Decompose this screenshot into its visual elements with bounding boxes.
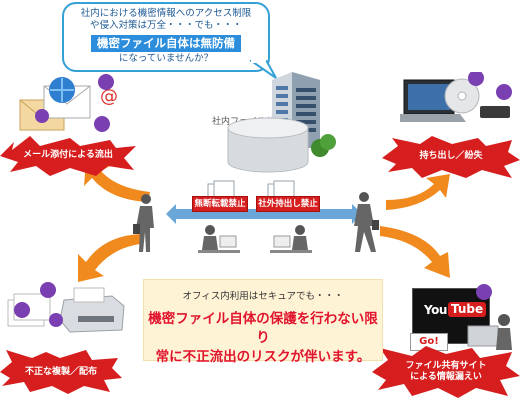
video-site-logo-you: You [424, 303, 447, 317]
bubble-highlight: 機密ファイル自体は無防備 [91, 35, 241, 52]
risk-sharing-badge: ファイル共有サイト による情報漏えい [372, 346, 520, 398]
arrow-bottom-left [78, 234, 140, 282]
risk-copy-badge: 不正な複製／配布 [0, 350, 122, 394]
mail-icon: @ [19, 74, 118, 132]
bubble-line-2: や侵入対策は万全・・・でも・・・ [89, 20, 242, 31]
risk-sharing-label-2: による情報漏えい [410, 372, 482, 382]
tag-no-transfer: 無断転載禁止 [192, 196, 248, 212]
bubble-tail [249, 60, 277, 79]
person-right-icon [354, 192, 379, 252]
risk-copy-label: 不正な複製／配布 [24, 367, 97, 377]
arrow-bottom-right [380, 226, 450, 278]
warning-message-box: オフィス内利用はセキュアでも・・・ 機密ファイル自体の保護を行わない限り 常に不… [143, 279, 383, 365]
risk-sharing-label-1: ファイル共有サイト [405, 361, 487, 371]
printer-icon [7, 282, 125, 333]
laptop-icon [400, 72, 512, 122]
person-left-icon [133, 194, 154, 252]
risk-mail-label: メール添付による流出 [23, 150, 113, 160]
person-desk-right-icon [270, 225, 312, 253]
risk-mail-badge: メール添付による流出 [0, 136, 136, 176]
speech-bubble: 社内における機密情報へのアクセス制限 や侵入対策は万全・・・でも・・・ 機密ファ… [62, 2, 277, 79]
warning-line-1: 機密ファイル自体の保護を行わない限り [148, 311, 378, 346]
risk-takeout-label: 持ち出し／紛失 [419, 151, 483, 161]
upload-person-icon [467, 284, 512, 350]
person-desk-left-icon [198, 225, 240, 253]
arrow-top-right [386, 174, 450, 210]
warning-line-2: 常に不正流出のリスクが伴います。 [155, 349, 371, 365]
tag-no-takeout: 社外持出し禁止 [256, 196, 320, 212]
warning-main-text: 機密ファイル自体の保護を行わない限り 常に不正流出のリスクが伴います。 [144, 310, 382, 367]
bubble-line-1: 社内における機密情報へのアクセス制限 [80, 8, 252, 19]
video-site-logo-tube: Tube [448, 302, 487, 317]
risk-takeout-badge: 持ち出し／紛失 [382, 136, 520, 178]
bubble-line-3: になっていませんか？ [118, 53, 214, 64]
warning-subtext: オフィス内利用はセキュアでも・・・ [182, 291, 344, 302]
svg-text:@: @ [100, 86, 118, 107]
server-icon [227, 72, 336, 173]
